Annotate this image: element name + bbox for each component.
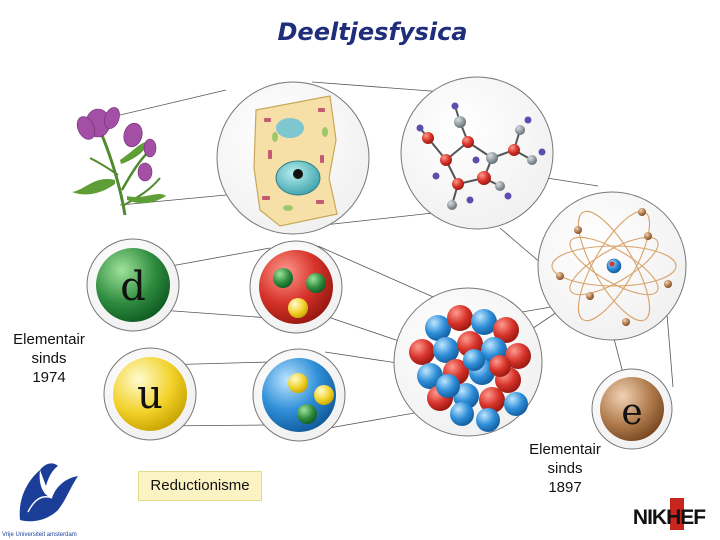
atom-circle	[537, 191, 687, 341]
caption-line: sinds	[31, 350, 67, 367]
reductionism-label: Reductionisme	[138, 471, 262, 501]
vu-logo: Vrije Universiteit amsterdam	[2, 463, 78, 538]
caption-line: 1974	[32, 369, 66, 386]
nucleus-circle	[393, 287, 543, 437]
up-quark-circle: u	[103, 347, 197, 441]
neutron-circle	[252, 348, 346, 442]
down-quark-letter: d	[120, 264, 146, 310]
nikhef-logo: NIKHEF	[626, 498, 712, 530]
elementary-since-1974-caption: Elementair sinds 1974	[8, 330, 90, 387]
flower-illustration	[72, 107, 166, 216]
molecule-circle	[400, 76, 554, 230]
electron-letter: e	[621, 392, 642, 433]
caption-line: Elementair	[13, 331, 85, 348]
page-title: Deeltjesfysica	[277, 18, 468, 46]
nikhef-logo-text: NIKHEF	[633, 506, 706, 529]
caption-line: 1897	[548, 479, 582, 496]
caption-line: sinds	[547, 460, 583, 477]
proton-circle	[249, 240, 343, 334]
vu-logo-text: Vrije Universiteit amsterdam	[2, 532, 77, 538]
nucleon-cluster	[409, 305, 531, 432]
cell-circle	[216, 81, 370, 235]
down-quark-circle: d	[86, 238, 180, 332]
electron-circle: e	[591, 368, 673, 450]
elementary-since-1897-caption: Elementair sinds 1897	[515, 440, 615, 497]
up-quark-letter: u	[137, 372, 163, 418]
caption-line: Elementair	[529, 441, 601, 458]
